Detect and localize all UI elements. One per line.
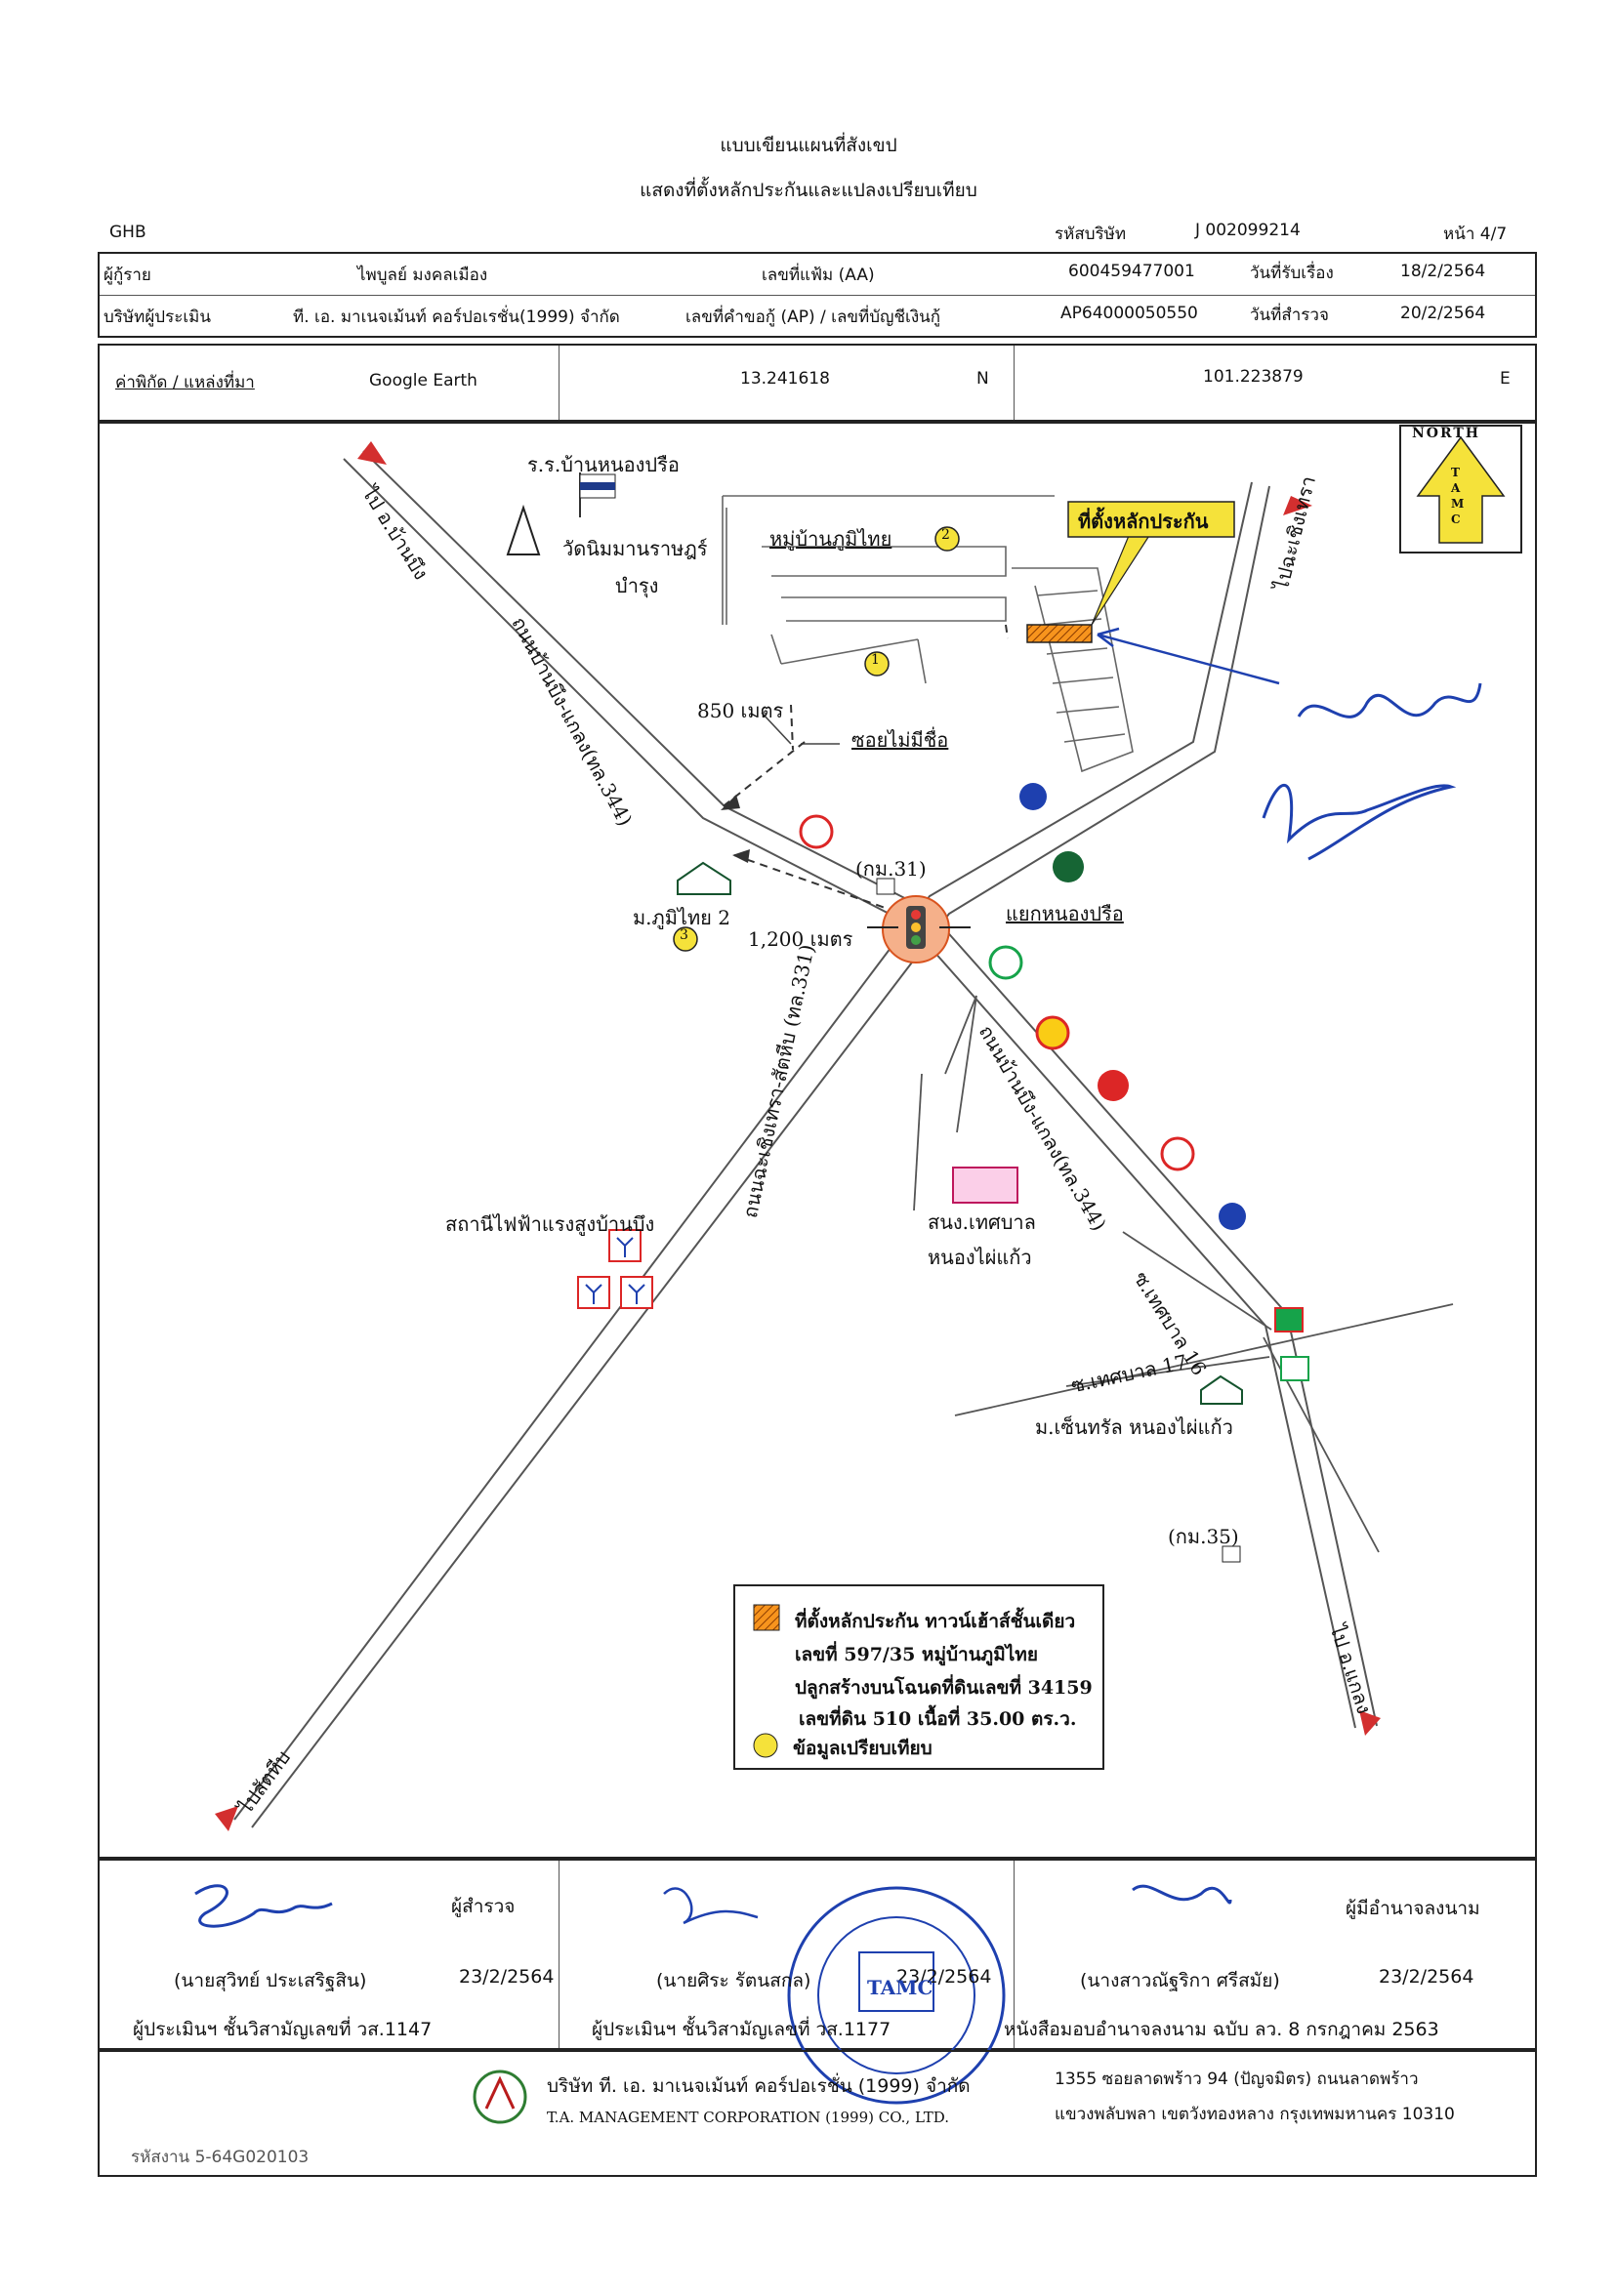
direction-arrows	[215, 441, 1381, 1831]
received-date: 18/2/2564	[1400, 262, 1486, 281]
comparison-marker-3: 3	[680, 927, 688, 943]
label-school: ร.ร.บ้านหนองปรือ	[527, 453, 680, 476]
authorized-role: ผู้มีอำนาจลงนาม	[1346, 1898, 1480, 1919]
appraiser-name: (นายศิระ รัตนสกล)	[656, 1970, 811, 1991]
file-no-label: เลขที่แฟ้ม (AA)	[762, 266, 875, 285]
north-brand: TAMC	[1451, 466, 1465, 526]
footer-company-th: บริษัท ที. เอ. มาเนจเม้นท์ คอร์ปอเรชั่น …	[547, 2075, 971, 2097]
company-code-label: รหัสบริษัท	[1055, 225, 1127, 244]
label-temple-1: วัดนิมมานราษฎร์	[562, 537, 708, 560]
coords-row	[98, 344, 1537, 422]
document-subtitle: แสดงที่ตั้งหลักประกันและแปลงเปรียบเทียบ	[640, 180, 977, 201]
longitude-dir: E	[1500, 369, 1511, 389]
comparison-marker-2: 2	[941, 527, 950, 543]
legend-line-2: เลขที่ 597/35 หมู่บ้านภูมิไทย	[795, 1644, 1038, 1665]
legend-line-5: ข้อมูลเปรียบเทียบ	[793, 1738, 933, 1759]
file-no: 600459477001	[1068, 262, 1195, 281]
latitude: 13.241618	[740, 369, 830, 389]
label-850m: 850 เมตร	[697, 699, 784, 722]
footer-address-1: 1355 ซอยลาดพร้าว 94 (ปัญจมิตร) ถนนลาดพร้…	[1055, 2070, 1419, 2089]
label-village: หมู่บ้านภูมิไทย	[769, 527, 892, 551]
coords-source: Google Earth	[369, 371, 477, 390]
footer-company-en: T.A. MANAGEMENT CORPORATION (1999) CO., …	[547, 2109, 949, 2126]
coords-label: ค่าพิกัด / แหล่งที่มา	[115, 373, 255, 392]
label-moo-central: ม.เซ็นทรัล หนองไผ่แก้ว	[1035, 1415, 1233, 1439]
inspector-role: ผู้สำรวจ	[451, 1896, 516, 1917]
survey-date: 20/2/2564	[1400, 304, 1486, 323]
map-frame	[98, 422, 1537, 1859]
collateral-plot	[1026, 624, 1093, 643]
inspector-date: 23/2/2564	[459, 1966, 555, 1988]
label-1200m: 1,200 เมตร	[748, 927, 853, 951]
stamp-brand: TAMC	[867, 1976, 933, 1999]
document-title: แบบเขียนแผนที่สังเขป	[720, 135, 897, 156]
authorized-name: (นางสาวณัฐริกา ศรีสมัย)	[1080, 1970, 1280, 1991]
inspector-name: (นายสุวิทย์ ประเสริฐสิน)	[174, 1970, 367, 1991]
authorized-date: 23/2/2564	[1379, 1966, 1474, 1988]
appraiser-date: 23/2/2564	[896, 1966, 992, 1988]
north-label: NORTH	[1412, 426, 1481, 441]
inspector-license: ผู้ประเมินฯ ชั้นวิสามัญเลขที่ วส.1147	[133, 2019, 433, 2040]
comparison-marker-1: 1	[871, 652, 880, 668]
signature-block	[98, 1859, 1537, 2050]
legend-line-3: ปลูกสร้างบนโฉนดที่ดินเลขที่ 34159	[795, 1677, 1093, 1699]
appraiser-license: ผู้ประเมินฯ ชั้นวิสามัญเลขที่ วส.1177	[592, 2019, 891, 2040]
longitude: 101.223879	[1203, 367, 1304, 387]
label-temple-2: บำรุง	[615, 574, 659, 597]
appraiser-company: ที. เอ. มาเนจเม้นท์ คอร์ปอเรชั่น(1999) จ…	[293, 308, 620, 327]
road-331	[233, 481, 1270, 1828]
footer-block	[98, 2050, 1537, 2177]
latitude-dir: N	[976, 369, 989, 389]
borrower-name: ไพบูลย์ มงคลเมือง	[357, 266, 488, 285]
label-unnamed-soi: ซอยไม่มีชื่อ	[851, 728, 949, 752]
company-code: J 002099214	[1195, 221, 1301, 240]
survey-label: วันที่สำรวจ	[1250, 306, 1329, 325]
village-roads	[722, 495, 1134, 773]
borrower-label: ผู้กู้ราย	[104, 266, 151, 285]
label-km31: (กม.31)	[855, 857, 927, 881]
info-table	[98, 252, 1537, 338]
authorization-letter: หนังสือมอบอำนาจลงนาม ฉบับ ลว. 8 กรกฎาคม …	[1004, 2019, 1439, 2040]
received-label: วันที่รับเรื่อง	[1250, 264, 1334, 283]
org-code: GHB	[109, 223, 146, 242]
ap-label: เลขที่คำขอกู้ (AP) / เลขที่บัญชีเงินกู้	[685, 308, 941, 327]
footer-address-2: แขวงพลับพลา เขตวังทองหลาง กรุงเทพมหานคร …	[1055, 2105, 1455, 2124]
page-number: หน้า 4/7	[1443, 225, 1508, 244]
collateral-callout: ที่ตั้งหลักประกัน	[1078, 510, 1209, 533]
label-substation: สถานีไฟฟ้าแรงสูงบ้านบึง	[445, 1212, 655, 1236]
appraiser-label: บริษัทผู้ประเมิน	[104, 308, 211, 327]
label-office-1: สนง.เทศบาล	[928, 1210, 1036, 1234]
legend-line-1: ที่ตั้งหลักประกัน ทาวน์เฮ้าส์ชั้นเดียว	[795, 1611, 1076, 1632]
label-junction: แยกหนองปรือ	[1006, 902, 1124, 925]
label-km35: (กม.35)	[1168, 1525, 1239, 1548]
ap-number: AP64000050550	[1060, 304, 1198, 323]
document-code: รหัสงาน 5-64G020103	[131, 2148, 310, 2167]
legend-line-4: เลขที่ดิน 510 เนื้อที่ 35.00 ตร.ว.	[799, 1708, 1077, 1730]
label-office-2: หนองไผ่แก้ว	[928, 1246, 1032, 1269]
label-moo-phumithai-2: ม.ภูมิไทย 2	[633, 906, 730, 929]
